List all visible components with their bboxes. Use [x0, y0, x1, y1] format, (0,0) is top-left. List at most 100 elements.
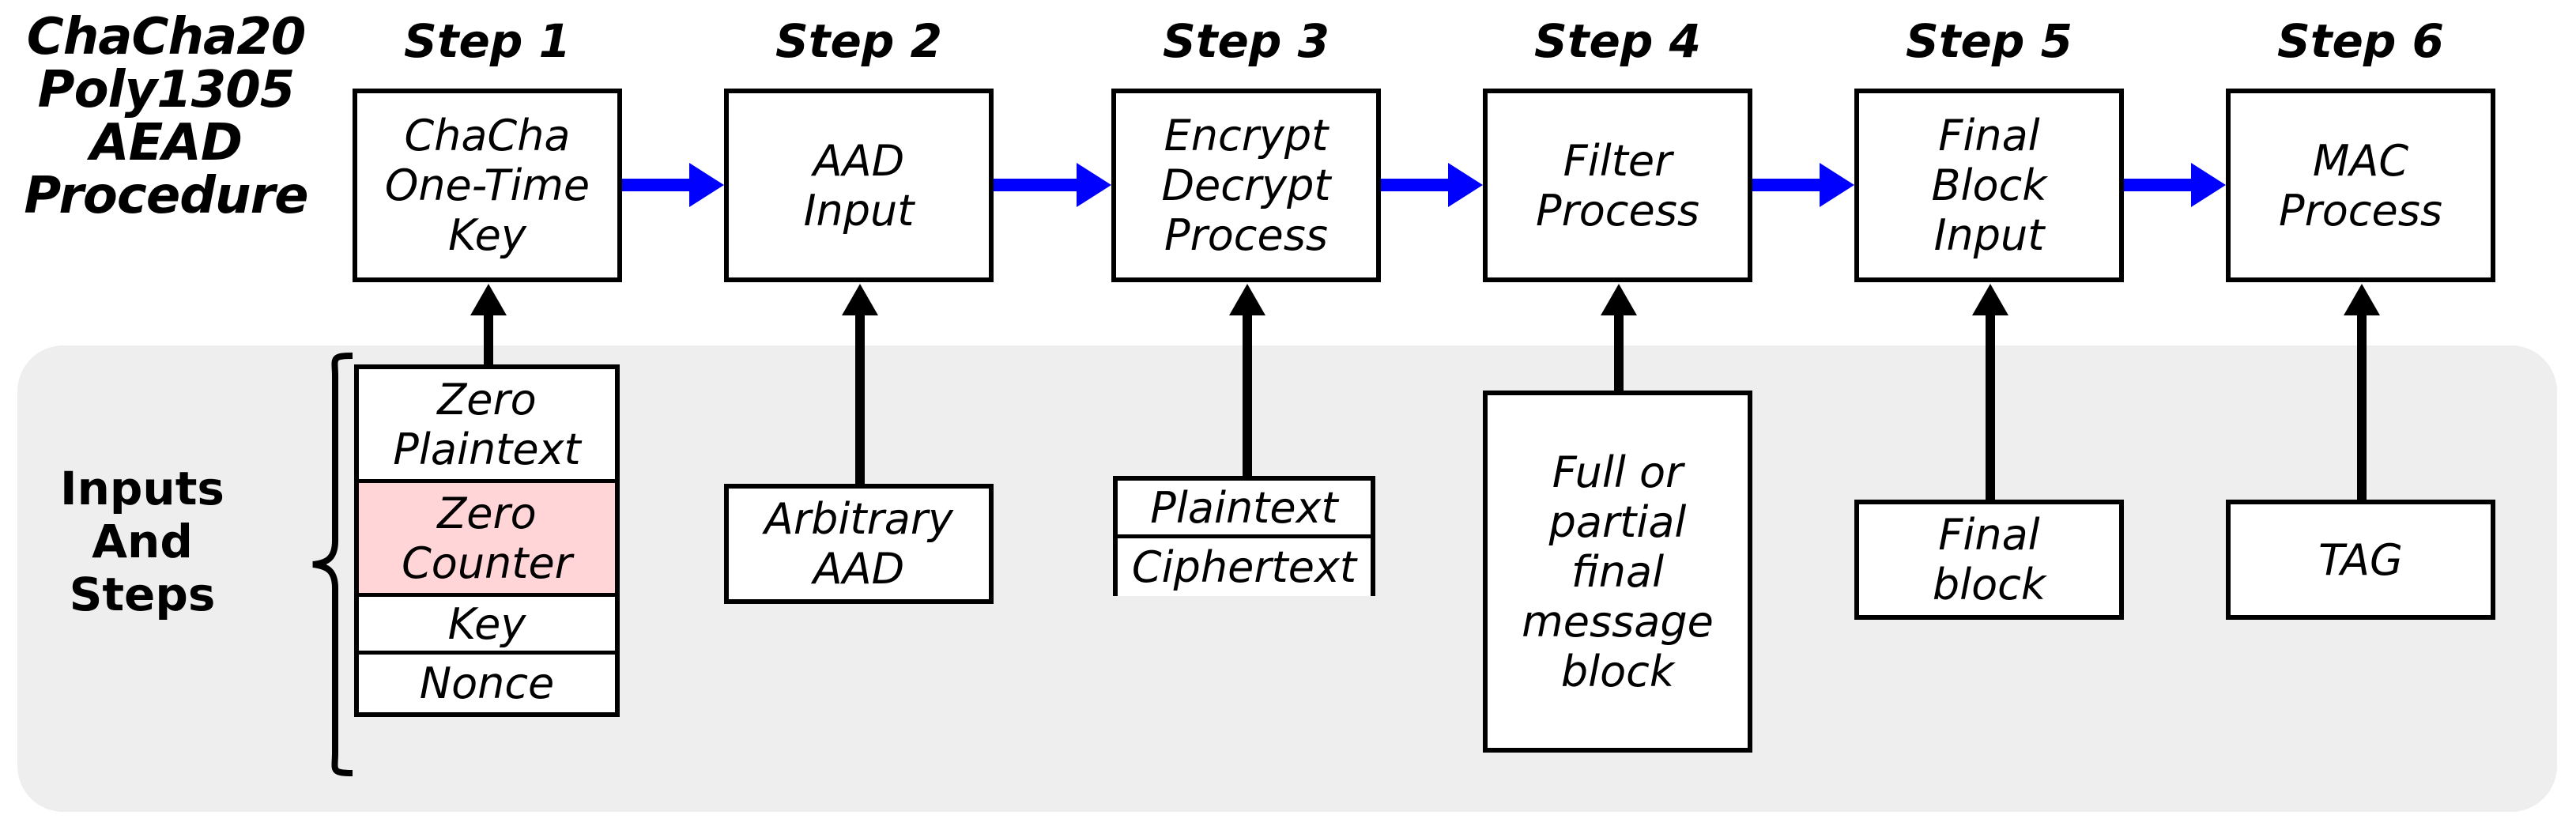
step-box-2-line-2: Input: [803, 185, 915, 236]
input-cell-zero-plaintext-line-1: Zero: [437, 374, 537, 425]
input-arrow-to-step-5: [1972, 284, 2008, 500]
input-cell-zero-counter[interactable]: Zero Counter: [359, 483, 615, 597]
input-box-final-block[interactable]: Final block: [1854, 500, 2124, 620]
input-cell-zero-counter-line-2: Counter: [402, 538, 572, 588]
inputs-label-line-3: Steps: [69, 568, 216, 621]
input-cell-zero-plaintext[interactable]: Zero Plaintext: [359, 369, 615, 483]
input-cell-ciphertext[interactable]: Ciphertext: [1118, 538, 1371, 596]
input-cell-ciphertext-line-1: Ciphertext: [1131, 542, 1357, 592]
flow-arrow-2-to-3: [994, 163, 1111, 207]
input-cell-plaintext[interactable]: Plaintext: [1118, 481, 1371, 538]
step-label-6: Step 6: [2277, 14, 2444, 68]
input-arrow-to-step-6: [2344, 284, 2380, 500]
flow-arrow-1-to-2: [622, 163, 724, 207]
flow-arrow-4-to-5-shaft: [1752, 179, 1820, 191]
input-arrow-to-step-3-shaft: [1243, 311, 1252, 476]
input-box-final-message-block-line-4: message: [1522, 596, 1714, 647]
step-box-1-line-2: One-Time: [384, 160, 590, 210]
step-label-1: Step 1: [404, 14, 571, 68]
input-arrow-to-step-5-head: [1972, 284, 2008, 315]
input-arrow-to-step-4: [1601, 284, 1637, 391]
step-box-3-line-1: Encrypt: [1164, 111, 1329, 160]
input-arrow-to-step-1-head: [470, 284, 507, 315]
input-box-final-message-block-line-5: block: [1560, 646, 1675, 696]
step-box-5[interactable]: Final Block Input: [1854, 89, 2124, 282]
input-cell-plaintext-line-1: Plaintext: [1150, 482, 1338, 533]
input-box-tag-line-1: TAG: [2318, 534, 2403, 585]
step-box-5-line-3: Input: [1933, 210, 2045, 260]
input-cell-key[interactable]: Key: [359, 597, 615, 655]
step-box-2-line-1: AAD: [813, 135, 905, 186]
input-arrow-to-step-2-head: [842, 284, 878, 315]
step-box-5-line-2: Block: [1931, 160, 2047, 210]
flow-arrow-1-to-2-head: [689, 163, 724, 207]
step-box-6[interactable]: MAC Process: [2226, 89, 2495, 282]
step-box-3[interactable]: Encrypt Decrypt Process: [1111, 89, 1381, 282]
flow-arrow-4-to-5: [1752, 163, 1854, 207]
flow-arrow-4-to-5-head: [1820, 163, 1854, 207]
diagram-title: ChaCha20 Poly1305 AEAD Procedure: [0, 11, 332, 223]
step-box-4[interactable]: Filter Process: [1483, 89, 1752, 282]
step-box-3-line-3: Process: [1164, 210, 1328, 260]
input-arrow-to-step-6-head: [2344, 284, 2380, 315]
input-arrow-to-step-5-shaft: [1986, 311, 1995, 500]
step-label-5: Step 5: [1906, 14, 2072, 68]
input-arrow-to-step-3-head: [1229, 284, 1265, 315]
input-box-final-block-line-1: Final: [1938, 510, 2040, 560]
flow-arrow-3-to-4: [1381, 163, 1483, 207]
input-arrow-to-step-6-shaft: [2357, 311, 2367, 500]
diagram-title-line-4: Procedure: [24, 167, 308, 225]
diagram-title-line-1: ChaCha20: [26, 8, 306, 66]
input-stack-step-1[interactable]: Zero Plaintext Zero Counter Key Nonce: [354, 364, 620, 717]
flow-arrow-1-to-2-shaft: [622, 179, 689, 191]
input-box-arbitrary-aad[interactable]: Arbitrary AAD: [724, 484, 994, 604]
step-box-5-line-1: Final: [1938, 111, 2040, 160]
flow-arrow-2-to-3-head: [1077, 163, 1111, 207]
step-box-4-line-2: Process: [1536, 185, 1699, 236]
input-arrow-to-step-1-shaft: [484, 311, 493, 380]
flow-arrow-3-to-4-head: [1448, 163, 1483, 207]
flow-arrow-5-to-6-head: [2191, 163, 2226, 207]
input-group-brace: [307, 351, 354, 778]
inputs-label-line-1: Inputs: [60, 462, 224, 515]
inputs-and-steps-label: Inputs And Steps: [24, 462, 261, 621]
input-box-final-message-block-line-2: partial: [1548, 496, 1687, 547]
input-box-final-message-block[interactable]: Full or partial final message block: [1483, 391, 1752, 753]
input-arrow-to-step-4-head: [1601, 284, 1637, 315]
input-cell-zero-counter-line-1: Zero: [437, 488, 537, 538]
input-cell-zero-plaintext-line-2: Plaintext: [393, 424, 581, 474]
step-box-6-line-2: Process: [2279, 185, 2442, 236]
step-box-1-line-1: ChaCha: [404, 111, 571, 160]
step-label-3: Step 3: [1163, 14, 1329, 68]
input-box-final-block-line-2: block: [1932, 560, 2046, 609]
step-box-6-line-1: MAC: [2312, 135, 2409, 186]
input-arrow-to-step-4-shaft: [1614, 311, 1624, 391]
step-box-3-line-2: Decrypt: [1161, 160, 1331, 210]
flow-arrow-3-to-4-shaft: [1381, 179, 1448, 191]
input-box-arbitrary-aad-line-2: AAD: [813, 544, 905, 594]
input-cell-nonce[interactable]: Nonce: [359, 655, 615, 712]
input-cell-key-line-1: Key: [447, 598, 526, 649]
step-box-1-line-3: Key: [448, 210, 526, 260]
step-label-2: Step 2: [775, 14, 942, 68]
diagram-title-line-3: AEAD: [90, 114, 243, 172]
input-stack-plaintext-ciphertext[interactable]: Plaintext Ciphertext: [1113, 476, 1375, 596]
input-arrow-to-step-2-shaft: [855, 311, 865, 484]
input-box-arbitrary-aad-line-1: Arbitrary: [764, 494, 954, 544]
step-box-4-line-1: Filter: [1563, 135, 1673, 186]
flow-arrow-2-to-3-shaft: [994, 179, 1077, 191]
step-box-2[interactable]: AAD Input: [724, 89, 994, 282]
diagram-title-line-2: Poly1305: [37, 61, 296, 119]
step-label-4: Step 4: [1534, 14, 1701, 68]
inputs-label-line-2: And: [92, 515, 193, 568]
input-arrow-to-step-1: [470, 284, 507, 380]
input-box-final-message-block-line-1: Full or: [1552, 447, 1684, 497]
input-arrow-to-step-3: [1229, 284, 1265, 476]
flow-arrow-5-to-6-shaft: [2124, 179, 2191, 191]
step-box-1[interactable]: ChaCha One-Time Key: [353, 89, 622, 282]
input-arrow-to-step-2: [842, 284, 878, 484]
input-cell-nonce-line-1: Nonce: [419, 659, 555, 708]
flow-arrow-5-to-6: [2124, 163, 2226, 207]
input-box-tag[interactable]: TAG: [2226, 500, 2495, 620]
